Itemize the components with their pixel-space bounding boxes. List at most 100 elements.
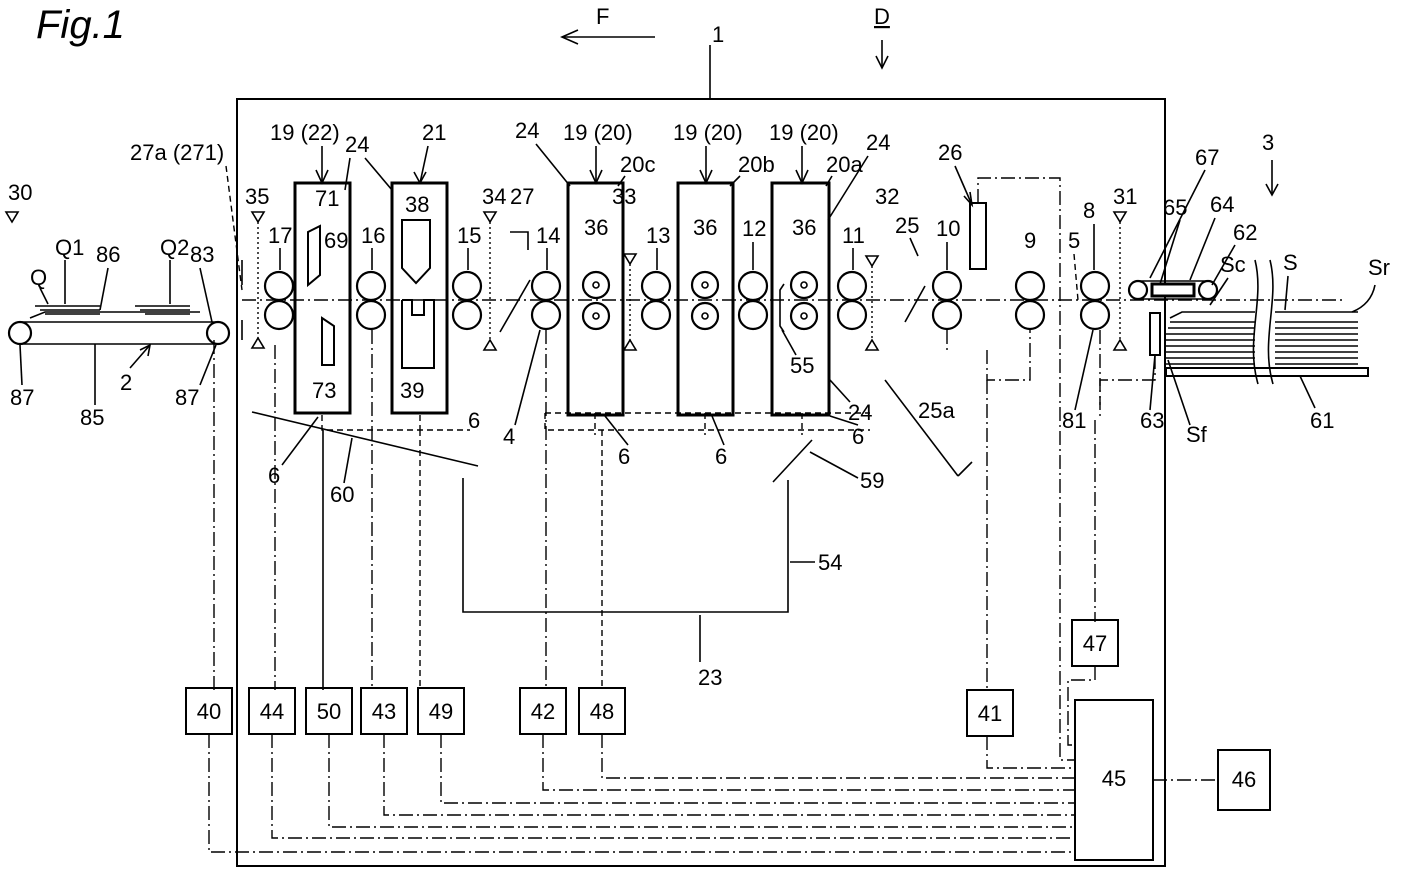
label-46: 46 bbox=[1232, 767, 1256, 792]
label-48: 48 bbox=[590, 699, 614, 724]
label-42: 42 bbox=[531, 699, 555, 724]
tool-36-b-bottom bbox=[692, 303, 718, 329]
label-16: 16 bbox=[361, 223, 385, 248]
label-8: 8 bbox=[1083, 198, 1095, 223]
label-87-left: 87 bbox=[10, 385, 34, 410]
label-12: 12 bbox=[742, 216, 766, 241]
sensor-35-top bbox=[252, 212, 264, 222]
label-19-20-b: 19 (20) bbox=[673, 120, 743, 145]
sensor-32-top bbox=[866, 256, 878, 266]
encoder-26 bbox=[970, 203, 986, 269]
sensor-33-top bbox=[624, 254, 636, 264]
sensor-31-top bbox=[1114, 212, 1126, 222]
sensor-31-bottom bbox=[1114, 340, 1126, 350]
label-67: 67 bbox=[1195, 145, 1219, 170]
chute-59 bbox=[773, 440, 812, 482]
label-19-22: 19 (22) bbox=[270, 120, 340, 145]
label-73: 73 bbox=[312, 378, 336, 403]
label-15: 15 bbox=[457, 223, 481, 248]
punch-38 bbox=[402, 220, 430, 283]
label-54: 54 bbox=[818, 550, 842, 575]
label-61: 61 bbox=[1310, 408, 1334, 433]
label-4: 4 bbox=[503, 424, 515, 449]
label-24-b: 24 bbox=[515, 118, 539, 143]
label-3: 3 bbox=[1262, 130, 1274, 155]
label-Sc: Sc bbox=[1220, 252, 1246, 277]
label-43: 43 bbox=[372, 699, 396, 724]
label-81: 81 bbox=[1062, 408, 1086, 433]
label-Q1: Q1 bbox=[55, 235, 84, 260]
label-44: 44 bbox=[260, 699, 284, 724]
label-5: 5 bbox=[1068, 228, 1080, 253]
roller-pair-13 bbox=[642, 272, 670, 329]
label-27a: 27a (271) bbox=[130, 140, 224, 165]
label-50: 50 bbox=[317, 699, 341, 724]
label-87-right: 87 bbox=[175, 385, 199, 410]
label-Sf: Sf bbox=[1186, 422, 1208, 447]
label-D: D bbox=[874, 4, 890, 29]
label-21: 21 bbox=[422, 120, 446, 145]
label-6-a: 6 bbox=[468, 408, 480, 433]
label-35: 35 bbox=[245, 184, 269, 209]
label-11: 11 bbox=[842, 223, 865, 248]
label-1: 1 bbox=[712, 22, 724, 47]
label-38: 38 bbox=[405, 192, 429, 217]
tool-36-c-bottom bbox=[583, 303, 609, 329]
label-Q: Q bbox=[30, 265, 47, 290]
label-20c: 20c bbox=[620, 152, 655, 177]
drive-6-a bbox=[322, 415, 470, 430]
guide-27 bbox=[500, 280, 530, 332]
label-85: 85 bbox=[80, 405, 104, 430]
label-33: 33 bbox=[612, 184, 636, 209]
label-65: 65 bbox=[1163, 195, 1187, 220]
label-19-20-a: 19 (20) bbox=[769, 120, 839, 145]
label-26: 26 bbox=[938, 140, 962, 165]
figure-title: Fig.1 bbox=[36, 3, 125, 47]
label-14: 14 bbox=[536, 223, 560, 248]
label-6-c: 6 bbox=[618, 444, 630, 469]
sensor-32-bottom bbox=[866, 340, 878, 350]
label-63: 63 bbox=[1140, 408, 1164, 433]
label-9: 9 bbox=[1024, 228, 1036, 253]
guide-55 bbox=[780, 284, 784, 332]
label-Sr: Sr bbox=[1368, 255, 1390, 280]
label-40: 40 bbox=[197, 699, 221, 724]
label-49: 49 bbox=[429, 699, 453, 724]
die-39 bbox=[402, 300, 434, 368]
label-45: 45 bbox=[1102, 766, 1126, 791]
label-27: 27 bbox=[510, 184, 534, 209]
label-2: 2 bbox=[120, 370, 132, 395]
guide-25a bbox=[885, 380, 958, 476]
label-41: 41 bbox=[978, 701, 1002, 726]
label-23: 23 bbox=[698, 665, 722, 690]
label-36-a: 36 bbox=[792, 215, 816, 240]
label-24-a: 24 bbox=[345, 132, 369, 157]
sheet-stack-S bbox=[1166, 260, 1368, 384]
flap-25 bbox=[905, 286, 925, 322]
label-6-e: 6 bbox=[852, 424, 864, 449]
label-69: 69 bbox=[324, 228, 348, 253]
label-13: 13 bbox=[646, 223, 670, 248]
label-17: 17 bbox=[268, 223, 292, 248]
feed-direction-arrow bbox=[562, 30, 655, 44]
label-83: 83 bbox=[190, 242, 214, 267]
blade-73 bbox=[322, 318, 334, 365]
tool-36-a-bottom bbox=[791, 303, 817, 329]
sensor-34-top bbox=[484, 212, 496, 222]
label-34: 34 bbox=[482, 184, 506, 209]
tool-36-a-top bbox=[791, 272, 817, 298]
sensor-63 bbox=[1150, 313, 1160, 355]
direction-D-arrow bbox=[876, 40, 888, 68]
label-62: 62 bbox=[1233, 220, 1257, 245]
label-86: 86 bbox=[96, 242, 120, 267]
label-6-b: 6 bbox=[268, 463, 280, 488]
conveyor-2 bbox=[9, 306, 229, 344]
sensor-35-bottom bbox=[252, 338, 264, 348]
label-32: 32 bbox=[875, 184, 899, 209]
label-S: S bbox=[1283, 250, 1298, 275]
label-20b: 20b bbox=[738, 152, 775, 177]
label-55: 55 bbox=[790, 353, 814, 378]
chute-60 bbox=[252, 412, 478, 466]
sensor-33-bottom bbox=[624, 340, 636, 350]
